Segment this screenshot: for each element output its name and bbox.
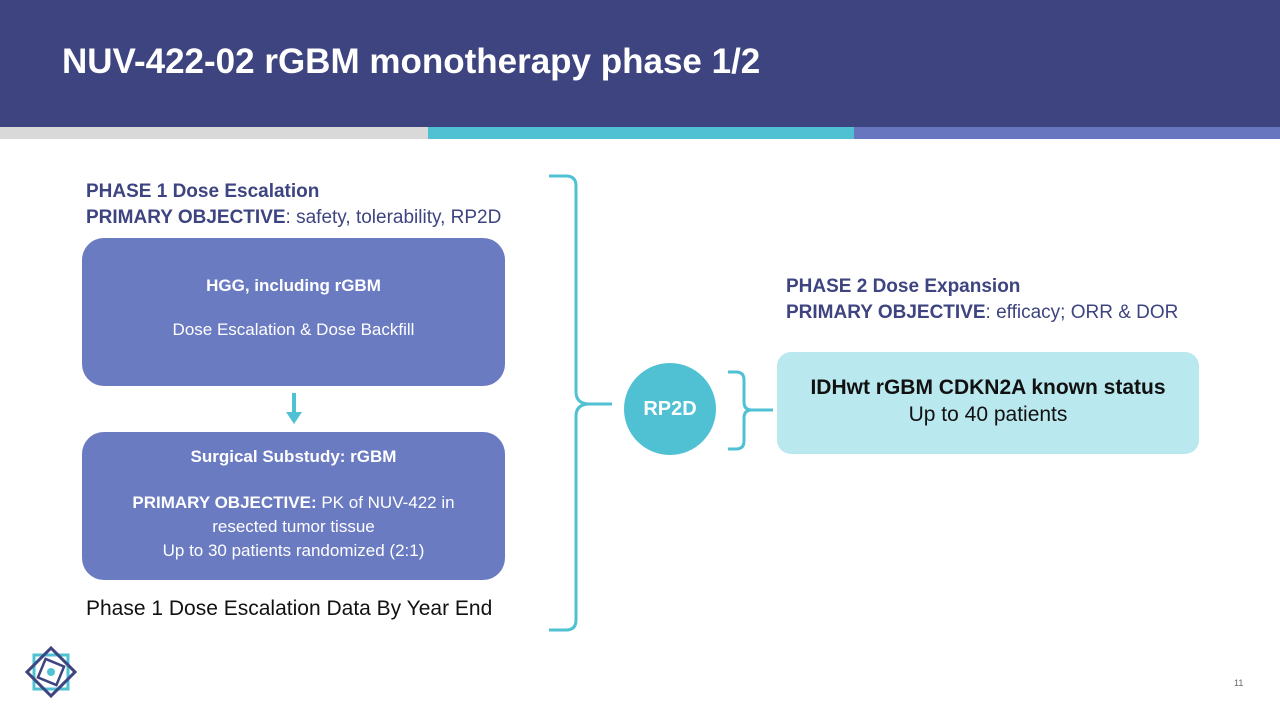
phase2-box-text: Up to 40 patients — [908, 403, 1068, 426]
phase1-heading: PHASE 1 Dose Escalation — [86, 181, 320, 202]
small-brace — [728, 370, 773, 451]
box2-objective-label: PRIMARY OBJECTIVE: — [132, 493, 317, 512]
stripe-blue — [854, 127, 1280, 139]
geometric-star-logo-icon — [24, 645, 78, 699]
box2-line2: resected tumor tissue — [212, 517, 375, 536]
phase1-objective-label: PRIMARY OBJECTIVE — [86, 207, 286, 228]
box2-line3: Up to 30 patients randomized (2:1) — [162, 541, 425, 560]
down-arrow-icon — [286, 393, 302, 424]
slide-title: NUV-422-02 rGBM monotherapy phase 1/2 — [62, 42, 761, 81]
phase1-dose-escalation-box: HGG, including rGBM Dose Escalation & Do… — [82, 238, 505, 386]
box1-title: HGG, including rGBM — [206, 276, 381, 295]
phase2-box-title: IDHwt rGBM CDKN2A known status — [810, 376, 1166, 399]
phase2-heading: PHASE 2 Dose Expansion — [786, 276, 1021, 297]
phase1-heading-block: PHASE 1 Dose Escalation PRIMARY OBJECTIV… — [86, 179, 501, 231]
stripe-gray — [0, 127, 428, 139]
phase1-objective-text: : safety, tolerability, RP2D — [285, 207, 502, 228]
surgical-substudy-box: Surgical Substudy: rGBM PRIMARY OBJECTIV… — [82, 432, 505, 580]
phase1-footnote: Phase 1 Dose Escalation Data By Year End — [86, 597, 493, 620]
phase2-expansion-box: IDHwt rGBM CDKN2A known status Up to 40 … — [777, 352, 1199, 454]
page-number: 11 — [1234, 678, 1244, 688]
header-bar: NUV-422-02 rGBM monotherapy phase 1/2 — [0, 0, 1280, 127]
phase2-objective-label: PRIMARY OBJECTIVE — [786, 302, 986, 323]
phase2-objective-text: : efficacy; ORR & DOR — [985, 302, 1179, 323]
box2-objective-text: PK of NUV-422 in — [316, 493, 455, 512]
large-brace — [549, 174, 612, 632]
phase2-heading-block: PHASE 2 Dose Expansion PRIMARY OBJECTIVE… — [786, 274, 1178, 326]
rp2d-circle: RP2D — [624, 363, 716, 455]
box1-text: Dose Escalation & Dose Backfill — [172, 320, 415, 339]
box2-title: Surgical Substudy: rGBM — [190, 447, 397, 466]
stripe-teal — [428, 127, 854, 139]
